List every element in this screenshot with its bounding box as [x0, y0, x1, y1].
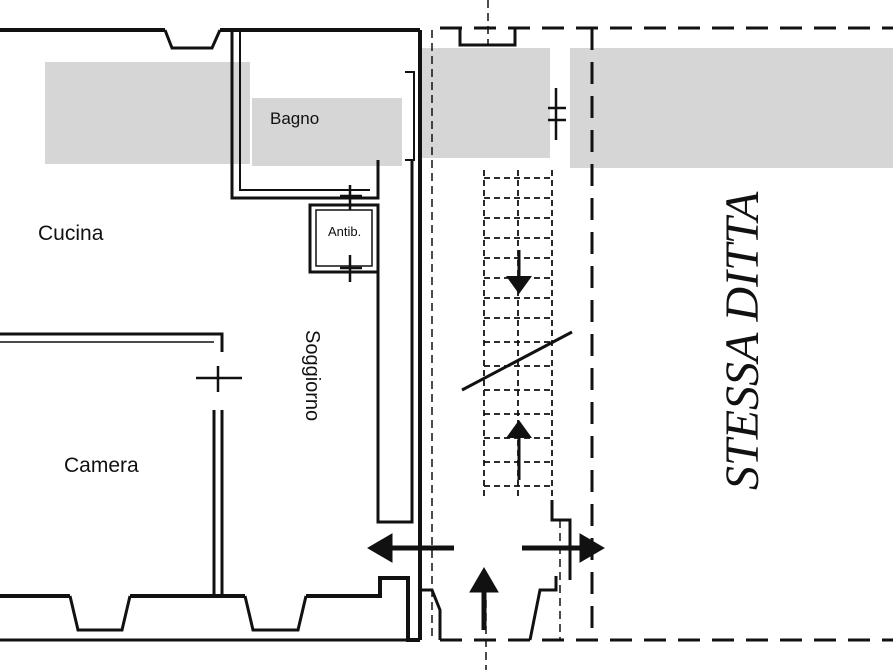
boundary-thin: [431, 0, 561, 670]
neighbor-label: STESSA DITTA: [716, 191, 769, 490]
redaction-blur: [570, 48, 893, 168]
door-mark: [196, 366, 242, 392]
bagno-wall: [230, 30, 380, 200]
bottom-stub-left: [420, 588, 442, 640]
entry-details: [420, 28, 558, 641]
camera-right-wall: [212, 410, 224, 596]
bottom-stub-right: [528, 576, 558, 641]
arrow-left-head: [367, 533, 393, 563]
room-label-antib: Antib.: [328, 224, 361, 239]
top-stub: [458, 28, 517, 47]
arrow-head-down: [506, 276, 532, 294]
room-label-cucina: Cucina: [38, 222, 104, 245]
redaction-blur: [45, 62, 250, 164]
walls: [0, 28, 422, 642]
entry-arrows: [367, 533, 605, 630]
door-mark: [340, 185, 362, 210]
stair-break-line: [461, 330, 573, 392]
bagno-shaft: [405, 71, 415, 161]
bottom-window-1: [68, 595, 132, 632]
antib-inner: [315, 209, 373, 267]
arrow-right-head: [579, 533, 605, 563]
corridor-wall: [376, 160, 414, 524]
door-marks: [196, 88, 566, 392]
arrow-head-up: [506, 420, 532, 438]
redaction-blur: [252, 98, 402, 166]
bottom-window-2: [243, 595, 308, 632]
top-window: [163, 29, 222, 50]
door-mark: [548, 88, 566, 140]
bagno-inner: [239, 30, 370, 191]
camera-top-wall: [0, 332, 224, 352]
stair-details: [461, 250, 573, 580]
redaction-blurs: [45, 48, 893, 168]
room-label-bagno: Bagno: [270, 109, 319, 128]
stair-right-wall: [550, 500, 572, 580]
arrow-up-head: [469, 567, 499, 593]
room-label-camera: Camera: [64, 454, 139, 477]
boundary-inner: [431, 30, 561, 640]
room-label-soggiorno: Soggiorno: [301, 330, 323, 421]
door-mark: [340, 255, 362, 282]
bottom-wall: [0, 576, 420, 642]
redaction-blur: [420, 48, 550, 158]
